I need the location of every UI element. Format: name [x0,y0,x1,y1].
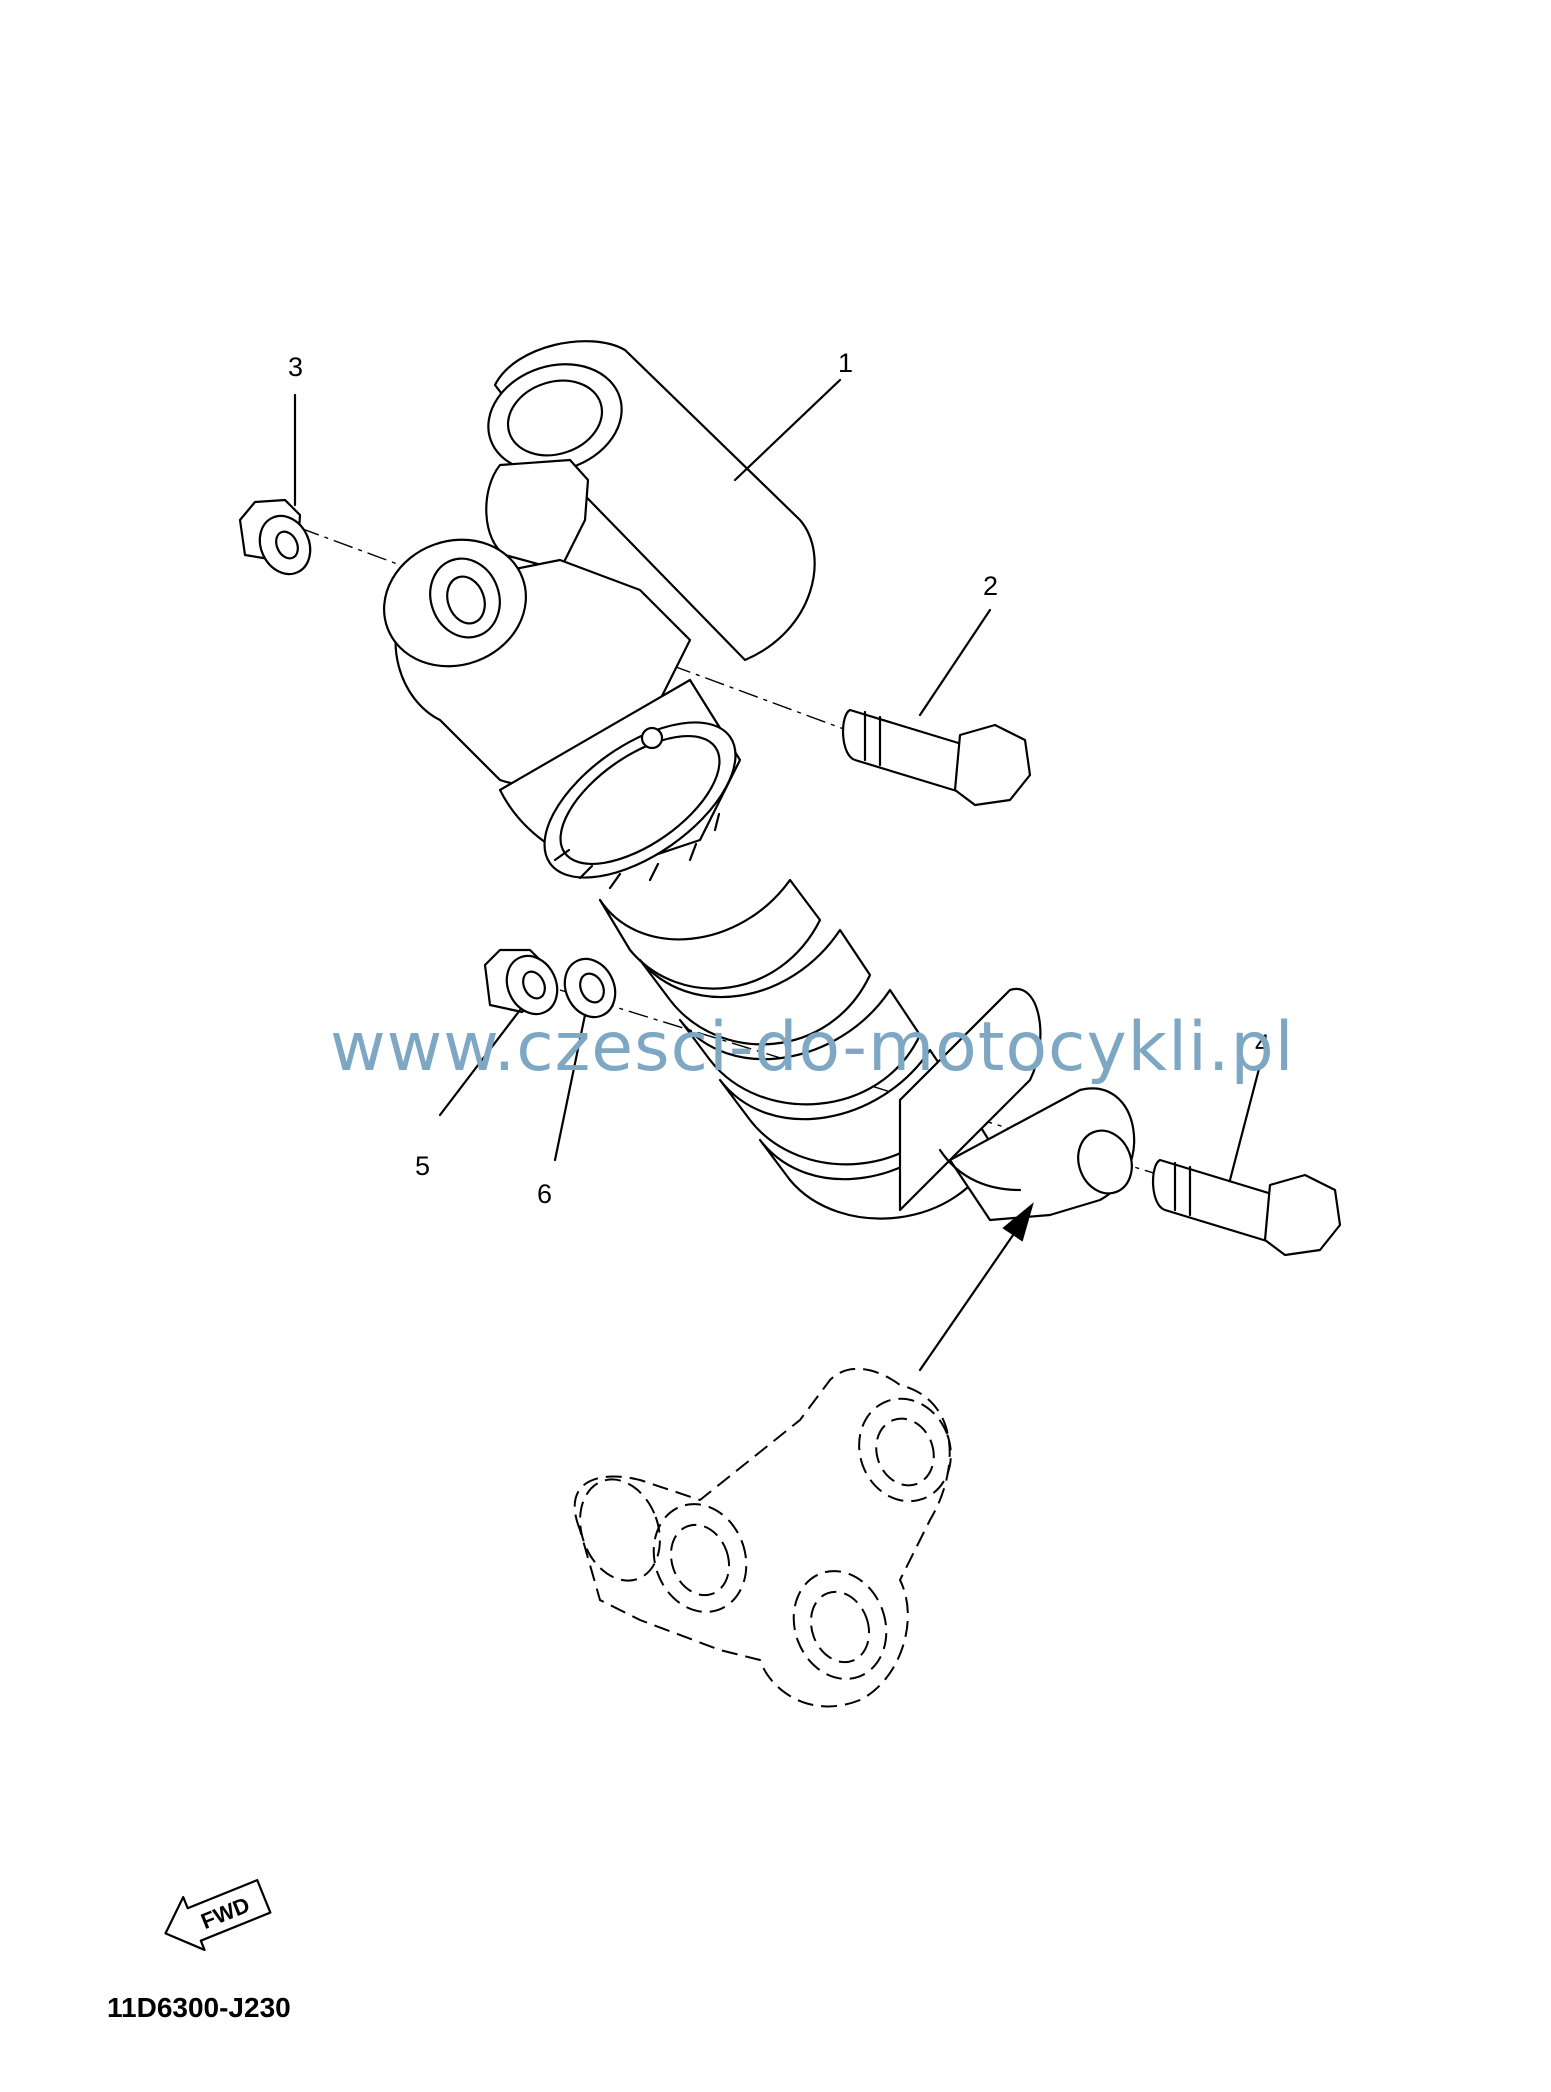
shock-lower-body [898,987,1136,1222]
callout-6: 6 [537,1179,552,1209]
linkage-dashed-outline [573,1367,952,1708]
callout-1: 1 [838,348,853,378]
callout-3: 3 [288,352,303,382]
part-2-bolt [841,708,1032,807]
part-code: 11D6300-J230 [107,1992,291,2023]
part-5-nut [483,948,559,1016]
part-4-bolt [1151,1158,1342,1257]
callout-labels: 1 2 3 4 5 6 [288,348,1270,1209]
callout-2: 2 [983,571,998,601]
callout-4: 4 [1255,1029,1270,1059]
callout-5: 5 [415,1151,430,1181]
linkage-arrow [918,1202,1034,1372]
leader-lines [293,378,1262,1182]
part-6-washer [563,957,617,1019]
part-3-nut-washer [238,498,312,576]
spring-collar [543,721,737,890]
shock-reservoir [485,340,816,662]
fwd-arrow-icon: FWD [164,1879,272,1952]
watermark: www.czesci-do-motocykli.pl [330,1008,1295,1087]
